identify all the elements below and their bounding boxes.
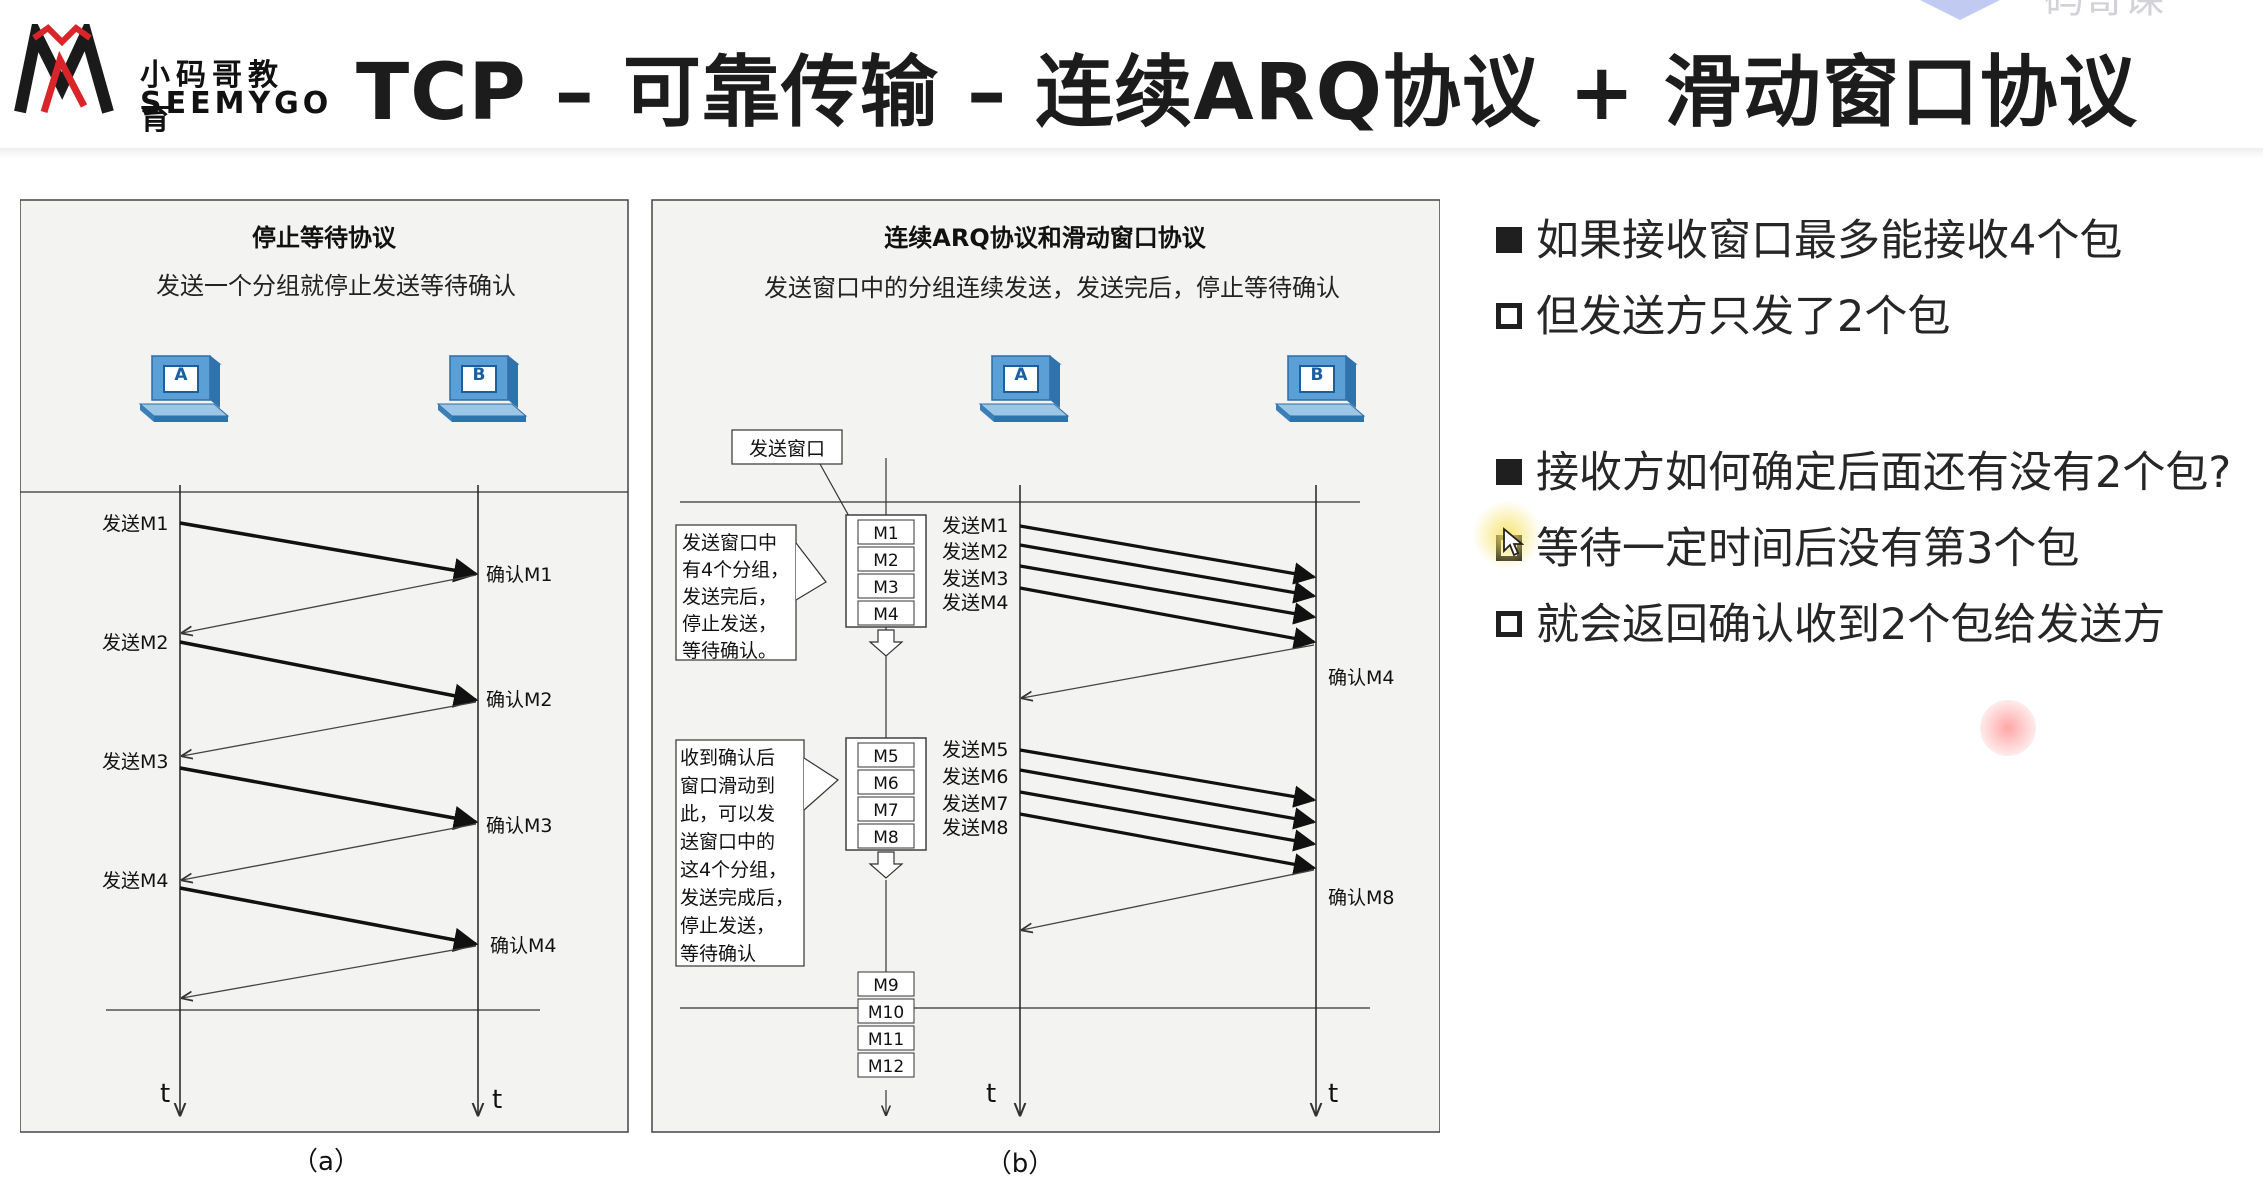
slide-arrow-icon	[868, 629, 904, 657]
note-box-2: 收到确认后 窗口滑动到 此，可以发 送窗口中的 这4个分组， 发送完成后， 停止…	[675, 739, 839, 967]
header-divider	[0, 148, 2263, 158]
left-subheading: 发送一个分组就停止发送等待确认	[156, 272, 516, 300]
send-label-m1: 发送M1	[942, 515, 1008, 537]
send-label-m1: 发送M1	[102, 513, 168, 535]
send-label-m2: 发送M2	[942, 541, 1008, 563]
logo-m-icon	[14, 24, 114, 114]
send-label-m2: 发送M2	[102, 632, 168, 654]
note1-line-5: 等待确认。	[682, 640, 777, 662]
packet-m8: M8	[873, 828, 898, 848]
note2-line-6: 发送完成后，	[680, 887, 794, 909]
note1-line-3: 发送完后，	[682, 586, 777, 608]
right-subheading: 发送窗口中的分组连续发送，发送完后，停止等待确认	[764, 274, 1340, 302]
packet-m6: M6	[873, 774, 898, 794]
ack-label-m4: 确认M4	[490, 935, 556, 957]
send-window-label: 发送窗口	[749, 438, 825, 460]
watermark-text: 码哥课	[2044, 0, 2164, 22]
window1-packets: M1 M2 M3 M4	[857, 519, 915, 626]
protocol-diagram: 停止等待协议 发送一个分组就停止发送等待确认 A B t t 发送M1 确认M1…	[20, 199, 1440, 1179]
hollow-square-bullet-icon	[1496, 302, 1522, 329]
right-heading: 连续ARQ协议和滑动窗口协议	[884, 224, 1206, 252]
send-label-m4: 发送M4	[102, 870, 168, 892]
note2-line-1: 收到确认后	[680, 747, 775, 769]
ack-label-m1: 确认M1	[486, 564, 552, 586]
packet-m7: M7	[873, 801, 898, 821]
packet-m3: M3	[873, 578, 898, 598]
filled-square-bullet-icon	[1496, 458, 1522, 485]
host-label-a: A	[1014, 365, 1028, 385]
slide-title: TCP – 可靠传输 – 连续ARQ协议 + 滑动窗口协议	[356, 48, 2138, 138]
seemygo-logo: 小码哥教育 SEEMYGO	[14, 24, 328, 137]
time-label-b: t	[1328, 1079, 1338, 1109]
bullet-item: 但发送方只发了2个包	[1496, 282, 1950, 344]
slide-arrow-icon	[868, 851, 904, 879]
time-label-a: t	[986, 1079, 996, 1109]
window3-packets: M9 M10 M11 M12	[857, 971, 915, 1078]
mouse-cursor-icon	[1503, 527, 1524, 557]
logo-chinese-text: 小码哥教育	[140, 58, 284, 137]
note2-line-8: 等待确认	[680, 943, 756, 965]
ack-label-m8: 确认M8	[1328, 887, 1394, 909]
bullet-item: 就会返回确认收到2个包给发送方	[1496, 590, 2165, 652]
watermark-cube-icon	[1920, 0, 2000, 20]
note1-line-1: 发送窗口中	[682, 532, 777, 554]
packet-m2: M2	[873, 551, 898, 571]
ack-label-m3: 确认M3	[486, 815, 552, 837]
left-heading: 停止等待协议	[252, 224, 397, 252]
note2-line-2: 窗口滑动到	[680, 775, 775, 797]
host-label-b: B	[1311, 365, 1324, 385]
bullet-text: 但发送方只发了2个包	[1536, 292, 1951, 342]
send-label-m8: 发送M8	[942, 817, 1008, 839]
bullet-text: 就会返回确认收到2个包给发送方	[1536, 600, 2166, 650]
corner-watermark: 码哥课	[1920, 0, 2164, 22]
caption-b: （b）	[986, 1149, 1055, 1179]
note2-line-7: 停止发送，	[680, 915, 775, 937]
pointer-dot	[1980, 700, 2036, 756]
packet-m10: M10	[868, 1003, 904, 1023]
send-label-m3: 发送M3	[942, 568, 1008, 590]
packet-m12: M12	[868, 1057, 904, 1077]
send-label-m6: 发送M6	[942, 766, 1008, 788]
bullet-text: 接收方如何确定后面还有没有2个包?	[1536, 448, 2232, 498]
packet-m9: M9	[873, 976, 898, 996]
send-label-m3: 发送M3	[102, 751, 168, 773]
left-panel-stop-and-wait: 停止等待协议 发送一个分组就停止发送等待确认 A B t t 发送M1 确认M1…	[20, 199, 629, 1133]
bullet-item: 等待一定时间后没有第3个包	[1496, 514, 2079, 576]
ack-label-m4: 确认M4	[1328, 667, 1394, 689]
note2-line-4: 送窗口中的	[680, 831, 775, 853]
note1-line-2: 有4个分组，	[682, 559, 789, 581]
bullet-text: 等待一定时间后没有第3个包	[1536, 524, 2080, 574]
send-label-m4: 发送M4	[942, 592, 1008, 614]
logo-english-text: SEEMYGO	[140, 86, 333, 121]
filled-square-bullet-icon	[1496, 226, 1522, 253]
bullet-item: 如果接收窗口最多能接收4个包	[1496, 206, 2122, 268]
note1-line-4: 停止发送，	[682, 613, 777, 635]
host-label-a: A	[174, 365, 188, 385]
packet-m5: M5	[873, 747, 898, 767]
time-label-a: t	[160, 1079, 170, 1109]
note2-line-5: 这4个分组，	[680, 859, 787, 881]
bullet-item: 接收方如何确定后面还有没有2个包?	[1496, 438, 2231, 500]
hollow-square-bullet-icon	[1496, 610, 1522, 637]
packet-m4: M4	[873, 605, 898, 625]
ack-label-m2: 确认M2	[486, 689, 552, 711]
time-label-b: t	[492, 1085, 502, 1115]
window2-packets: M5 M6 M7 M8	[857, 742, 915, 849]
host-label-b: B	[473, 365, 486, 385]
send-label-m7: 发送M7	[942, 793, 1008, 815]
bullet-text: 如果接收窗口最多能接收4个包	[1536, 216, 2123, 266]
packet-m1: M1	[873, 524, 898, 544]
right-panel-continuous-arq: 连续ARQ协议和滑动窗口协议 发送窗口中的分组连续发送，发送完后，停止等待确认 …	[651, 199, 1440, 1133]
note2-line-3: 此，可以发	[680, 803, 775, 825]
packet-m11: M11	[868, 1030, 904, 1050]
note-box-1: 发送窗口中 有4个分组， 发送完后， 停止发送， 等待确认。	[675, 524, 827, 662]
send-label-m5: 发送M5	[942, 739, 1008, 761]
caption-a: （a）	[292, 1147, 360, 1177]
